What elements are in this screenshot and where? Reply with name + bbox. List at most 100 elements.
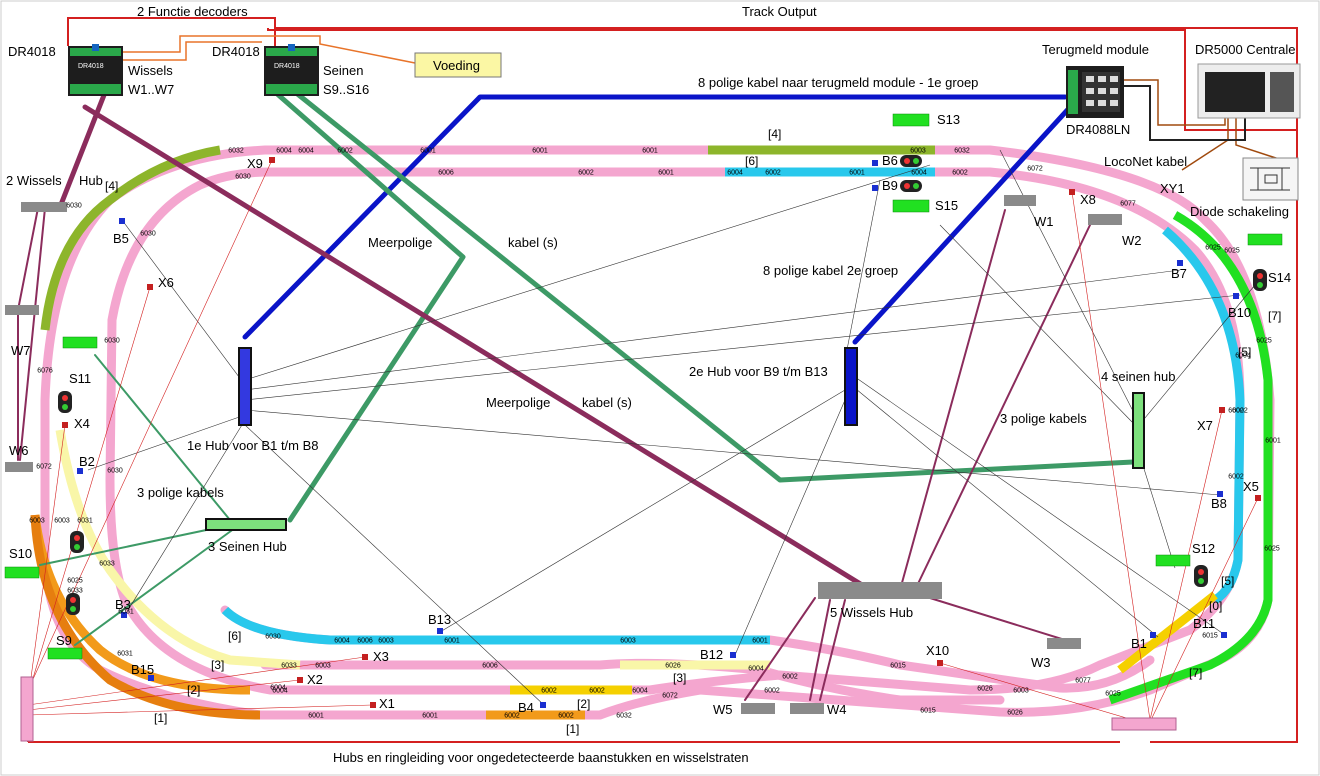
diode-label: Diode schakeling	[1190, 204, 1289, 219]
signal-plate-s10	[4, 566, 40, 579]
wissels-hub-2-label: 2 Wissels	[6, 173, 62, 188]
switch-motor-w3	[1047, 638, 1081, 649]
track-number-label: 6025	[1205, 245, 1221, 252]
section-tag: [1]	[566, 722, 579, 736]
track-number-label: 6077	[1075, 678, 1091, 685]
track-number-label: 6030	[265, 634, 281, 641]
track-number-label: 6031	[117, 651, 133, 658]
track-number-label: 6025	[67, 578, 83, 585]
terugmeld-title: Terugmeld module	[1042, 42, 1149, 57]
centrale-title: DR5000 Centrale	[1195, 42, 1295, 57]
crossing-label-x10: X10	[926, 643, 949, 658]
switch-label-w3: W3	[1031, 655, 1051, 670]
crossing-label-x4: X4	[74, 416, 90, 431]
track-number-label: 6015	[890, 663, 906, 670]
decoder-chip-label: DR4018	[274, 63, 300, 70]
signal-plate-s13	[892, 113, 930, 127]
track-number-label: 6006	[482, 663, 498, 670]
track-output-wiring	[27, 17, 1298, 743]
track-olive-left	[40, 145, 221, 331]
track-number-label: 6002	[1232, 408, 1248, 415]
track-number-label: 6002	[765, 170, 781, 177]
block-label-b12: B12	[700, 647, 723, 662]
signal-plate-s15	[892, 199, 930, 213]
dr5000-centrale	[1197, 63, 1301, 119]
block-label-b13: B13	[428, 612, 451, 627]
decoder-module-wissels: DR4018	[68, 44, 123, 96]
block-label-b2: B2	[79, 454, 95, 469]
signal-plate-s12	[1155, 554, 1191, 567]
track-number-label: 6076	[37, 368, 53, 375]
track-number-label: 6001	[532, 148, 548, 155]
terugmeld-module	[1066, 66, 1124, 118]
track-number-label: 6003	[910, 148, 926, 155]
hub-ring-left	[20, 676, 34, 742]
cable-purple-main	[82, 104, 870, 591]
track-number-label: 6003	[315, 663, 331, 670]
track-number-label: 6077	[1120, 201, 1136, 208]
track-number-label: 6002	[952, 170, 968, 177]
section-tag: [2]	[577, 697, 590, 711]
section-tag: [1]	[154, 711, 167, 725]
crossing-label-x2: X2	[307, 672, 323, 687]
kabel-s-label-1: kabel (s)	[508, 235, 558, 250]
track-number-label: 6003	[620, 638, 636, 645]
track-number-label: 6002	[541, 688, 557, 695]
section-tag: [6]	[745, 154, 758, 168]
track-number-label: 6006	[438, 170, 454, 177]
seinen-hub-4-label: 4 seinen hub	[1101, 369, 1175, 384]
power-wiring	[115, 35, 421, 65]
track-number-label: 6033	[99, 561, 115, 568]
switch-motors	[5, 195, 1122, 714]
hub-2-wissels	[21, 202, 67, 212]
signal-head-s14	[1253, 269, 1267, 291]
track-number-label: 6004	[334, 638, 350, 645]
track-number-label: 6003	[29, 518, 45, 525]
decoder-chip-label: DR4018	[78, 63, 104, 70]
seinen-hub-3-label: 3 Seinen Hub	[208, 539, 287, 554]
section-tag: [6]	[228, 629, 241, 643]
xy1-label: XY1	[1160, 181, 1185, 196]
track-number-label: 6015	[920, 708, 936, 715]
hub-2e	[844, 347, 858, 426]
block-label-b10: B10	[1228, 305, 1251, 320]
track-number-label: 6030	[107, 468, 123, 475]
track-number-label: 6002	[589, 688, 605, 695]
terugmeld-black-wire	[1123, 85, 1246, 141]
block-label-b15: B15	[131, 662, 154, 677]
hub-4-seinen	[1132, 392, 1145, 469]
track-number-label: 6026	[1007, 710, 1023, 717]
functie-decoders-label: 2 Functie decoders	[137, 4, 248, 19]
drie-polige-right-label: 3 polige kabels	[1000, 411, 1087, 426]
drie-polige-left-label: 3 polige kabels	[137, 485, 224, 500]
section-tag: [5]	[1221, 574, 1234, 588]
track-number-label: 6004	[632, 688, 648, 695]
track-number-label: 6002	[1228, 474, 1244, 481]
cable-teal-2	[292, 89, 1136, 483]
switch-motor-w7	[5, 305, 39, 315]
cable-purple-wisselhub	[57, 87, 109, 210]
track-number-label: 6001	[1265, 438, 1281, 445]
labels: 2 Functie decoders Track Output DR4018 D…	[6, 4, 1295, 765]
wissels-range-label: W1..W7	[128, 82, 174, 97]
cable-teal-1	[272, 89, 466, 523]
footer-label: Hubs en ringleiding voor ongedetecteerde…	[333, 750, 749, 765]
hub-word-label: Hub	[79, 173, 103, 188]
track-number-label: 6004	[1235, 353, 1251, 360]
signal-wires	[27, 149, 1259, 726]
track-number-label: 6006	[357, 638, 373, 645]
track-number-label: 6031	[118, 609, 134, 616]
track-number-label: 6072	[662, 693, 678, 700]
signal-head-s10	[70, 531, 84, 553]
dr4018-left-label: DR4018	[8, 44, 56, 59]
hub-2e-label: 2e Hub voor B9 t/m B13	[689, 364, 828, 379]
hub-1e	[238, 347, 252, 426]
section-tag: [3]	[211, 658, 224, 672]
signal-label-s11: S11	[69, 371, 91, 386]
track-number-label: 6033	[67, 588, 83, 595]
track-number-label: 6001	[849, 170, 865, 177]
signal-head-b9	[900, 180, 922, 192]
track-number-label: 6002	[1228, 408, 1244, 415]
track-number-label: 6001	[752, 638, 768, 645]
signal-plates	[4, 113, 1283, 660]
